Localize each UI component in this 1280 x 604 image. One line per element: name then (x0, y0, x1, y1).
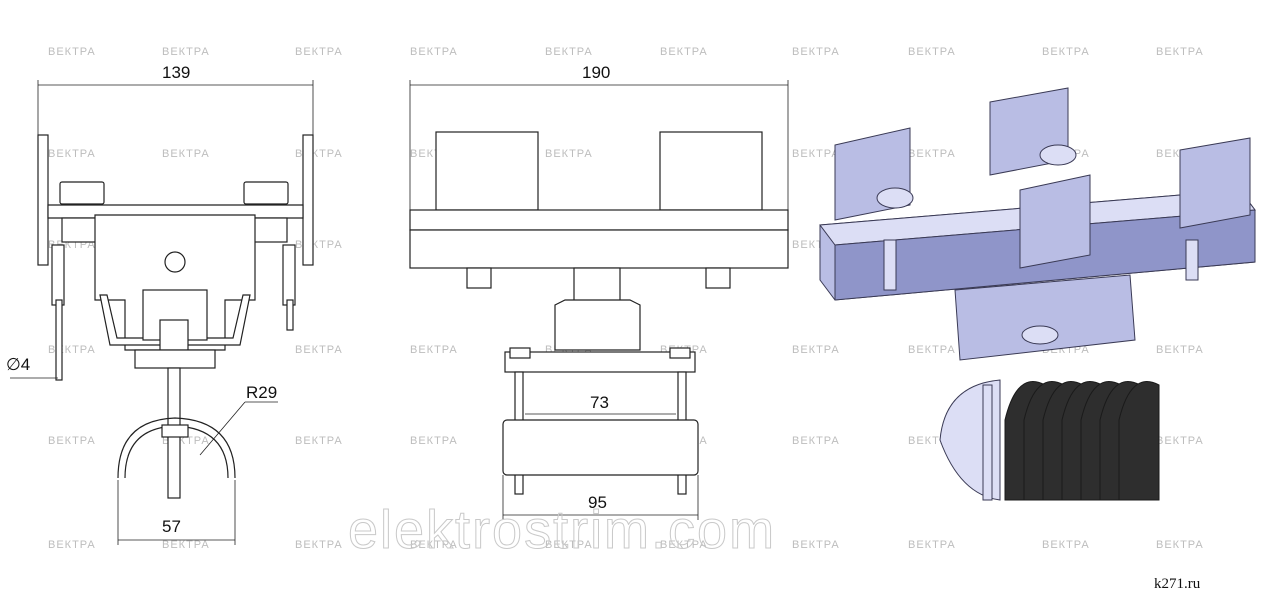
watermark-text: ВЕКТРА (410, 539, 458, 551)
watermark-text: ВЕКТРА (295, 46, 343, 58)
watermark-text: ВЕКТРА (295, 239, 343, 251)
side-view: 139 R29 ∅4 (6, 63, 314, 545)
watermark-text: ВЕКТРА (410, 435, 458, 447)
watermark-text: ВЕКТРА (48, 148, 96, 160)
watermark-text: ВЕКТРА (792, 435, 840, 447)
dim-label-190: 190 (582, 63, 610, 82)
body-hole (164, 251, 186, 273)
watermark-text: ВЕКТРА (162, 539, 210, 551)
dim-label-95: 95 (588, 493, 607, 512)
iso-center-nut (1021, 325, 1059, 345)
right-upright-block (659, 131, 763, 211)
watermark-text: ВЕКТРА (1156, 344, 1204, 356)
center-bolt (159, 319, 189, 351)
cable-clamp (502, 419, 699, 476)
left-upright-block (435, 131, 539, 211)
watermark-text: ВЕКТРА (792, 539, 840, 551)
watermark-text: ВЕКТРА (295, 435, 343, 447)
iso-bolt-1 (876, 187, 914, 209)
watermark-text: ВЕКТРА (545, 539, 593, 551)
watermark-text: ВЕКТРА (410, 344, 458, 356)
watermark-text: ВЕКТРА (48, 435, 96, 447)
bolt-head-left (59, 181, 105, 205)
watermark-text: ВЕКТРА (1156, 435, 1204, 447)
watermark-text: ВЕКТРА (162, 148, 210, 160)
watermark-text: ВЕКТРА (1042, 539, 1090, 551)
left-wheel-arm (51, 244, 65, 306)
right-pin (286, 299, 294, 331)
rail-body (409, 229, 789, 269)
base-plate (134, 349, 216, 369)
watermark-text: ВЕКТРА (545, 148, 593, 160)
dim-label-73: 73 (590, 393, 609, 412)
iso-saddle-rod (982, 384, 993, 501)
mount-plate (504, 351, 696, 373)
iso-bolt-2 (1039, 144, 1077, 166)
radius-leader (199, 401, 246, 456)
cable-bundle (1004, 381, 1160, 501)
cable-saddle-arc (117, 417, 236, 479)
dim-label-139: 139 (162, 63, 190, 82)
front-view: 190 73 95 (409, 63, 789, 520)
watermark-text: ВЕКТРА (908, 46, 956, 58)
watermark-text: ВЕКТРА (660, 539, 708, 551)
saddle-clamp (161, 424, 189, 438)
watermark-text: ВЕКТРА (1156, 46, 1204, 58)
plate-nut-right (669, 347, 691, 359)
watermark-text: ВЕКТРА (792, 148, 840, 160)
site-label: k271.ru (1154, 576, 1201, 592)
left-upright-plate (37, 134, 49, 266)
isometric-view (819, 87, 1256, 501)
watermark-text: ВЕКТРА (295, 344, 343, 356)
watermark-text: ВЕКТРА (908, 539, 956, 551)
watermark-text: ВЕКТРА (1156, 539, 1204, 551)
watermark-text: ВЕКТРА (660, 46, 708, 58)
watermark-text: ВЕКТРА (792, 46, 840, 58)
dim-label-r29: R29 (246, 383, 277, 402)
watermark-text: ВЕКТРА (908, 148, 956, 160)
dim-label-d4: ∅4 (6, 355, 30, 374)
iso-lower-bracket (954, 274, 1136, 361)
site-watermark: elektrostrim.com (348, 500, 776, 560)
lower-bracket (99, 294, 251, 346)
left-foot (466, 267, 492, 289)
watermark-text: ВЕКТРА (545, 46, 593, 58)
iso-stud-1 (883, 239, 897, 291)
hanger-lug (573, 267, 621, 305)
watermark-text: ВЕКТРА (48, 539, 96, 551)
hanger-body (554, 299, 641, 351)
right-foot (705, 267, 731, 289)
watermark-text: ВЕКТРА (295, 148, 343, 160)
watermark-text: ВЕКТРА (410, 46, 458, 58)
iso-plate-3 (1179, 137, 1251, 229)
cable-loop (1118, 381, 1160, 501)
watermark-text: ВЕКТРА (295, 539, 343, 551)
plate-nut-left (509, 347, 531, 359)
top-rail-bar (409, 209, 789, 231)
watermark-text: ВЕКТРА (792, 344, 840, 356)
dim-label-57: 57 (162, 517, 181, 536)
iso-stud-2 (1185, 239, 1199, 281)
left-pin (55, 299, 63, 381)
watermark-text: ВЕКТРА (48, 46, 96, 58)
bolt-head-right (243, 181, 289, 205)
watermark-text: ВЕКТРА (1042, 46, 1090, 58)
right-wheel-arm (282, 244, 296, 306)
right-upright-plate (302, 134, 314, 266)
watermark-text: ВЕКТРА (908, 344, 956, 356)
iso-plate-4 (1019, 174, 1091, 269)
watermark-text: ВЕКТРА (48, 344, 96, 356)
watermark-text: ВЕКТРА (162, 46, 210, 58)
